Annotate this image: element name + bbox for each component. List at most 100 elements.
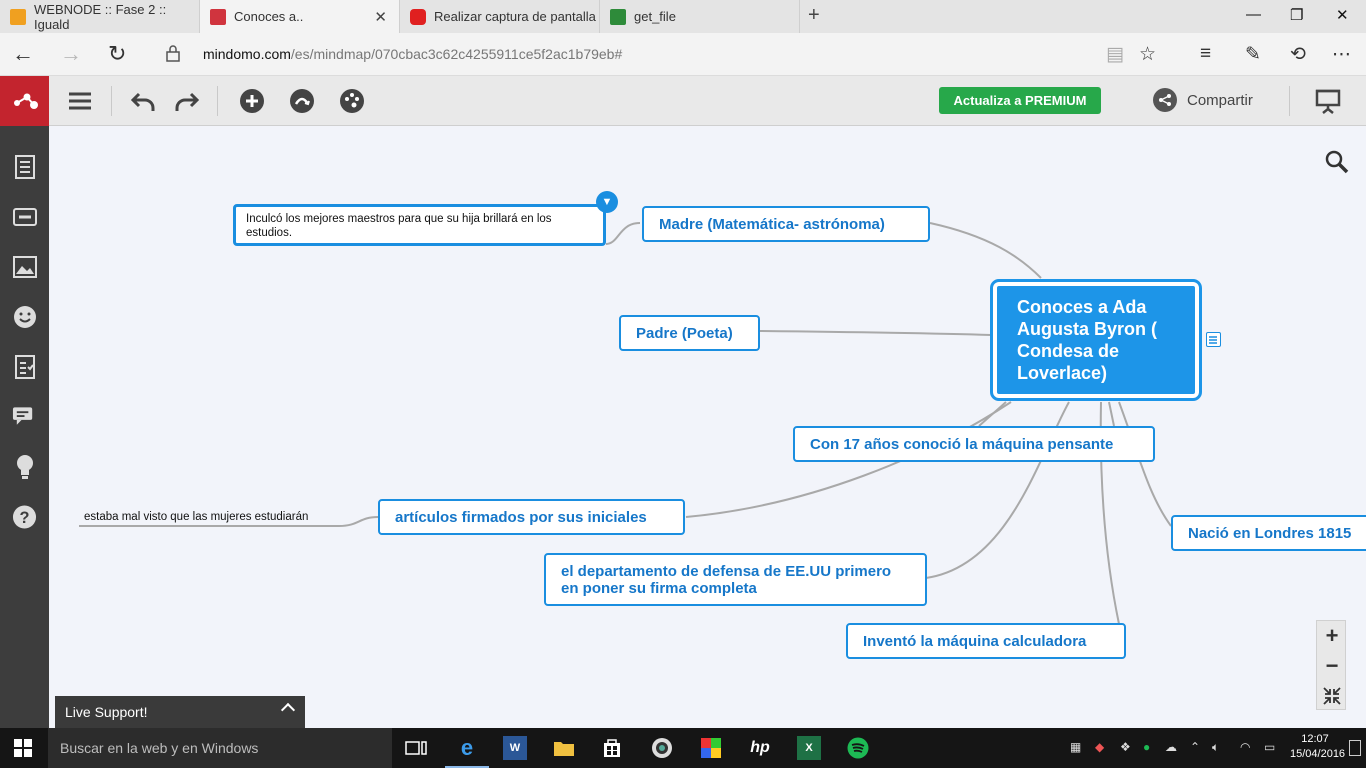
refresh-icon[interactable]: ↻ xyxy=(108,41,127,66)
minimize-icon[interactable]: — xyxy=(1246,6,1261,23)
maximize-icon[interactable]: ❐ xyxy=(1290,7,1304,24)
word-icon[interactable]: W xyxy=(503,736,527,760)
url-field[interactable]: mindomo.com/es/mindmap/070cbac3c62c42559… xyxy=(203,46,622,62)
node-articulos[interactable]: artículos firmados por sus iniciales xyxy=(378,499,685,535)
chevron-up-icon[interactable] xyxy=(280,702,296,718)
central-topic[interactable]: Conoces a Ada Augusta Byron ( Condesa de… xyxy=(990,279,1202,401)
note-madre[interactable]: Inculcó los mejores maestros para que su… xyxy=(233,204,606,246)
theme-palette-icon[interactable] xyxy=(339,88,365,114)
tab-conoces[interactable]: Conoces a.. ✕ xyxy=(200,0,400,33)
outline-icon[interactable] xyxy=(12,154,37,179)
windows-start-icon[interactable] xyxy=(14,739,32,757)
collapse-toggle-icon[interactable]: ▼ xyxy=(596,191,618,213)
link-icon[interactable] xyxy=(12,204,37,229)
store-icon[interactable] xyxy=(600,736,624,760)
reading-view-icon[interactable]: ▤ xyxy=(1106,44,1124,65)
task-icon[interactable] xyxy=(12,354,37,379)
node-defensa[interactable]: el departamento de defensa de EE.UU prim… xyxy=(544,553,927,606)
tray-app-icon[interactable]: ◆ xyxy=(1095,740,1105,754)
zoom-out-button[interactable]: − xyxy=(1325,653,1339,678)
help-icon[interactable]: ? xyxy=(12,504,37,529)
redo-icon[interactable] xyxy=(173,88,199,114)
comment-icon[interactable] xyxy=(12,404,37,429)
hub-icon[interactable]: ≡ xyxy=(1200,43,1212,64)
live-support-label: Live Support! xyxy=(65,704,148,720)
note-articulos[interactable]: estaba mal visto que las mujeres estudia… xyxy=(84,511,308,523)
taskbar-clock[interactable]: 12:07 15/04/2016 xyxy=(1290,732,1345,762)
favorite-star-icon[interactable]: ☆ xyxy=(1139,44,1157,65)
toolbar-separator xyxy=(111,86,112,116)
spotify-tray-icon[interactable]: ● xyxy=(1143,740,1151,754)
idea-icon[interactable] xyxy=(12,454,37,479)
mindmap-toolbar: Actualiza a PREMIUM Compartir xyxy=(49,76,1366,126)
task-view-icon[interactable] xyxy=(404,736,428,760)
web-note-icon[interactable]: ✎ xyxy=(1245,44,1261,65)
new-tab-icon[interactable]: + xyxy=(808,4,820,26)
more-icon[interactable]: ⋯ xyxy=(1332,44,1351,65)
windows-taskbar: Buscar en la web y en Windows e W hp X ▦… xyxy=(0,728,1366,768)
search-icon[interactable] xyxy=(1325,150,1349,174)
toolbar-separator xyxy=(217,86,218,116)
address-bar: ← → ↻ mindomo.com/es/mindmap/070cbac3c62… xyxy=(0,33,1366,76)
edge-browser-icon[interactable]: e xyxy=(445,735,489,768)
menu-icon[interactable] xyxy=(67,88,93,114)
wifi-icon[interactable]: ◠ xyxy=(1240,740,1251,754)
share-label: Compartir xyxy=(1187,91,1253,109)
topic-notes-icon[interactable] xyxy=(1206,332,1221,347)
node-label: Madre (Matemática- astrónoma) xyxy=(659,215,885,233)
add-topic-icon[interactable] xyxy=(239,88,265,114)
note-text: Inculcó los mejores maestros para que su… xyxy=(246,213,552,239)
tray-app-icon[interactable]: ▦ xyxy=(1070,740,1082,754)
relationship-icon[interactable] xyxy=(289,88,315,114)
image-icon[interactable] xyxy=(12,254,37,279)
fit-screen-icon[interactable] xyxy=(1317,681,1347,711)
node-londres[interactable]: Nació en Londres 1815 xyxy=(1171,515,1366,551)
mindomo-logo[interactable] xyxy=(0,76,49,126)
zoom-controls: + − xyxy=(1316,620,1346,710)
tab-getfile[interactable]: get_file xyxy=(600,0,800,33)
node-maquina-pensante[interactable]: Con 17 años conoció la máquina pensante xyxy=(793,426,1155,462)
note-text: estaba mal visto que las mujeres estudia… xyxy=(84,511,309,523)
mindomo-favicon-icon xyxy=(210,8,226,25)
back-icon[interactable]: ← xyxy=(12,41,34,66)
hp-icon[interactable]: hp xyxy=(750,739,770,756)
node-madre[interactable]: Madre (Matemática- astrónoma) xyxy=(642,206,930,242)
photo-app-icon[interactable] xyxy=(699,736,723,760)
dropbox-icon[interactable]: ❖ xyxy=(1120,740,1131,754)
node-label: artículos firmados por sus iniciales xyxy=(395,508,647,526)
close-tab-icon[interactable]: ✕ xyxy=(374,9,387,26)
volume-icon[interactable]: 🔈︎ xyxy=(1212,740,1220,754)
tab-webnode[interactable]: WEBNODE :: Fase 2 :: Iguald xyxy=(0,0,200,33)
upgrade-premium-button[interactable]: Actualiza a PREMIUM xyxy=(939,87,1101,114)
notification-center-icon[interactable] xyxy=(1349,740,1361,756)
excel-icon[interactable]: X xyxy=(797,736,821,760)
presentation-icon[interactable] xyxy=(1315,88,1341,114)
node-label: Con 17 años conoció la máquina pensante xyxy=(810,435,1114,453)
mindmap-canvas[interactable]: Inculcó los mejores maestros para que su… xyxy=(49,126,1366,728)
node-label: Nació en Londres 1815 xyxy=(1188,524,1352,542)
spotify-icon[interactable] xyxy=(846,736,870,760)
clock-time: 12:07 xyxy=(1301,733,1329,745)
show-hidden-icons[interactable]: ⌃ xyxy=(1190,740,1201,754)
webcam-app-icon[interactable] xyxy=(650,736,674,760)
tab-title: Conoces a.. xyxy=(234,9,304,24)
forward-icon[interactable]: → xyxy=(60,41,82,66)
tab-title: Realizar captura de pantalla xyxy=(434,9,596,24)
battery-icon[interactable]: ▭ xyxy=(1264,740,1276,754)
taskbar-search-input[interactable]: Buscar en la web y en Windows xyxy=(48,728,392,768)
node-label: Padre (Poeta) xyxy=(636,324,733,342)
close-window-icon[interactable]: ✕ xyxy=(1336,7,1349,24)
url-domain: mindomo.com xyxy=(203,46,291,62)
node-calculadora[interactable]: Inventó la máquina calculadora xyxy=(846,623,1126,659)
share-browser-icon[interactable]: ⟲ xyxy=(1290,44,1306,65)
share-button[interactable]: Compartir xyxy=(1153,88,1253,112)
file-explorer-icon[interactable] xyxy=(552,736,576,760)
live-support-widget[interactable]: Live Support! xyxy=(55,696,305,728)
node-padre[interactable]: Padre (Poeta) xyxy=(619,315,760,351)
zoom-in-button[interactable]: + xyxy=(1325,623,1339,648)
onedrive-icon[interactable]: ☁ xyxy=(1165,740,1177,754)
smiley-icon[interactable] xyxy=(12,304,37,329)
undo-icon[interactable] xyxy=(131,88,157,114)
tab-captura[interactable]: Realizar captura de pantalla xyxy=(400,0,600,33)
left-sidebar: ? xyxy=(0,76,49,728)
